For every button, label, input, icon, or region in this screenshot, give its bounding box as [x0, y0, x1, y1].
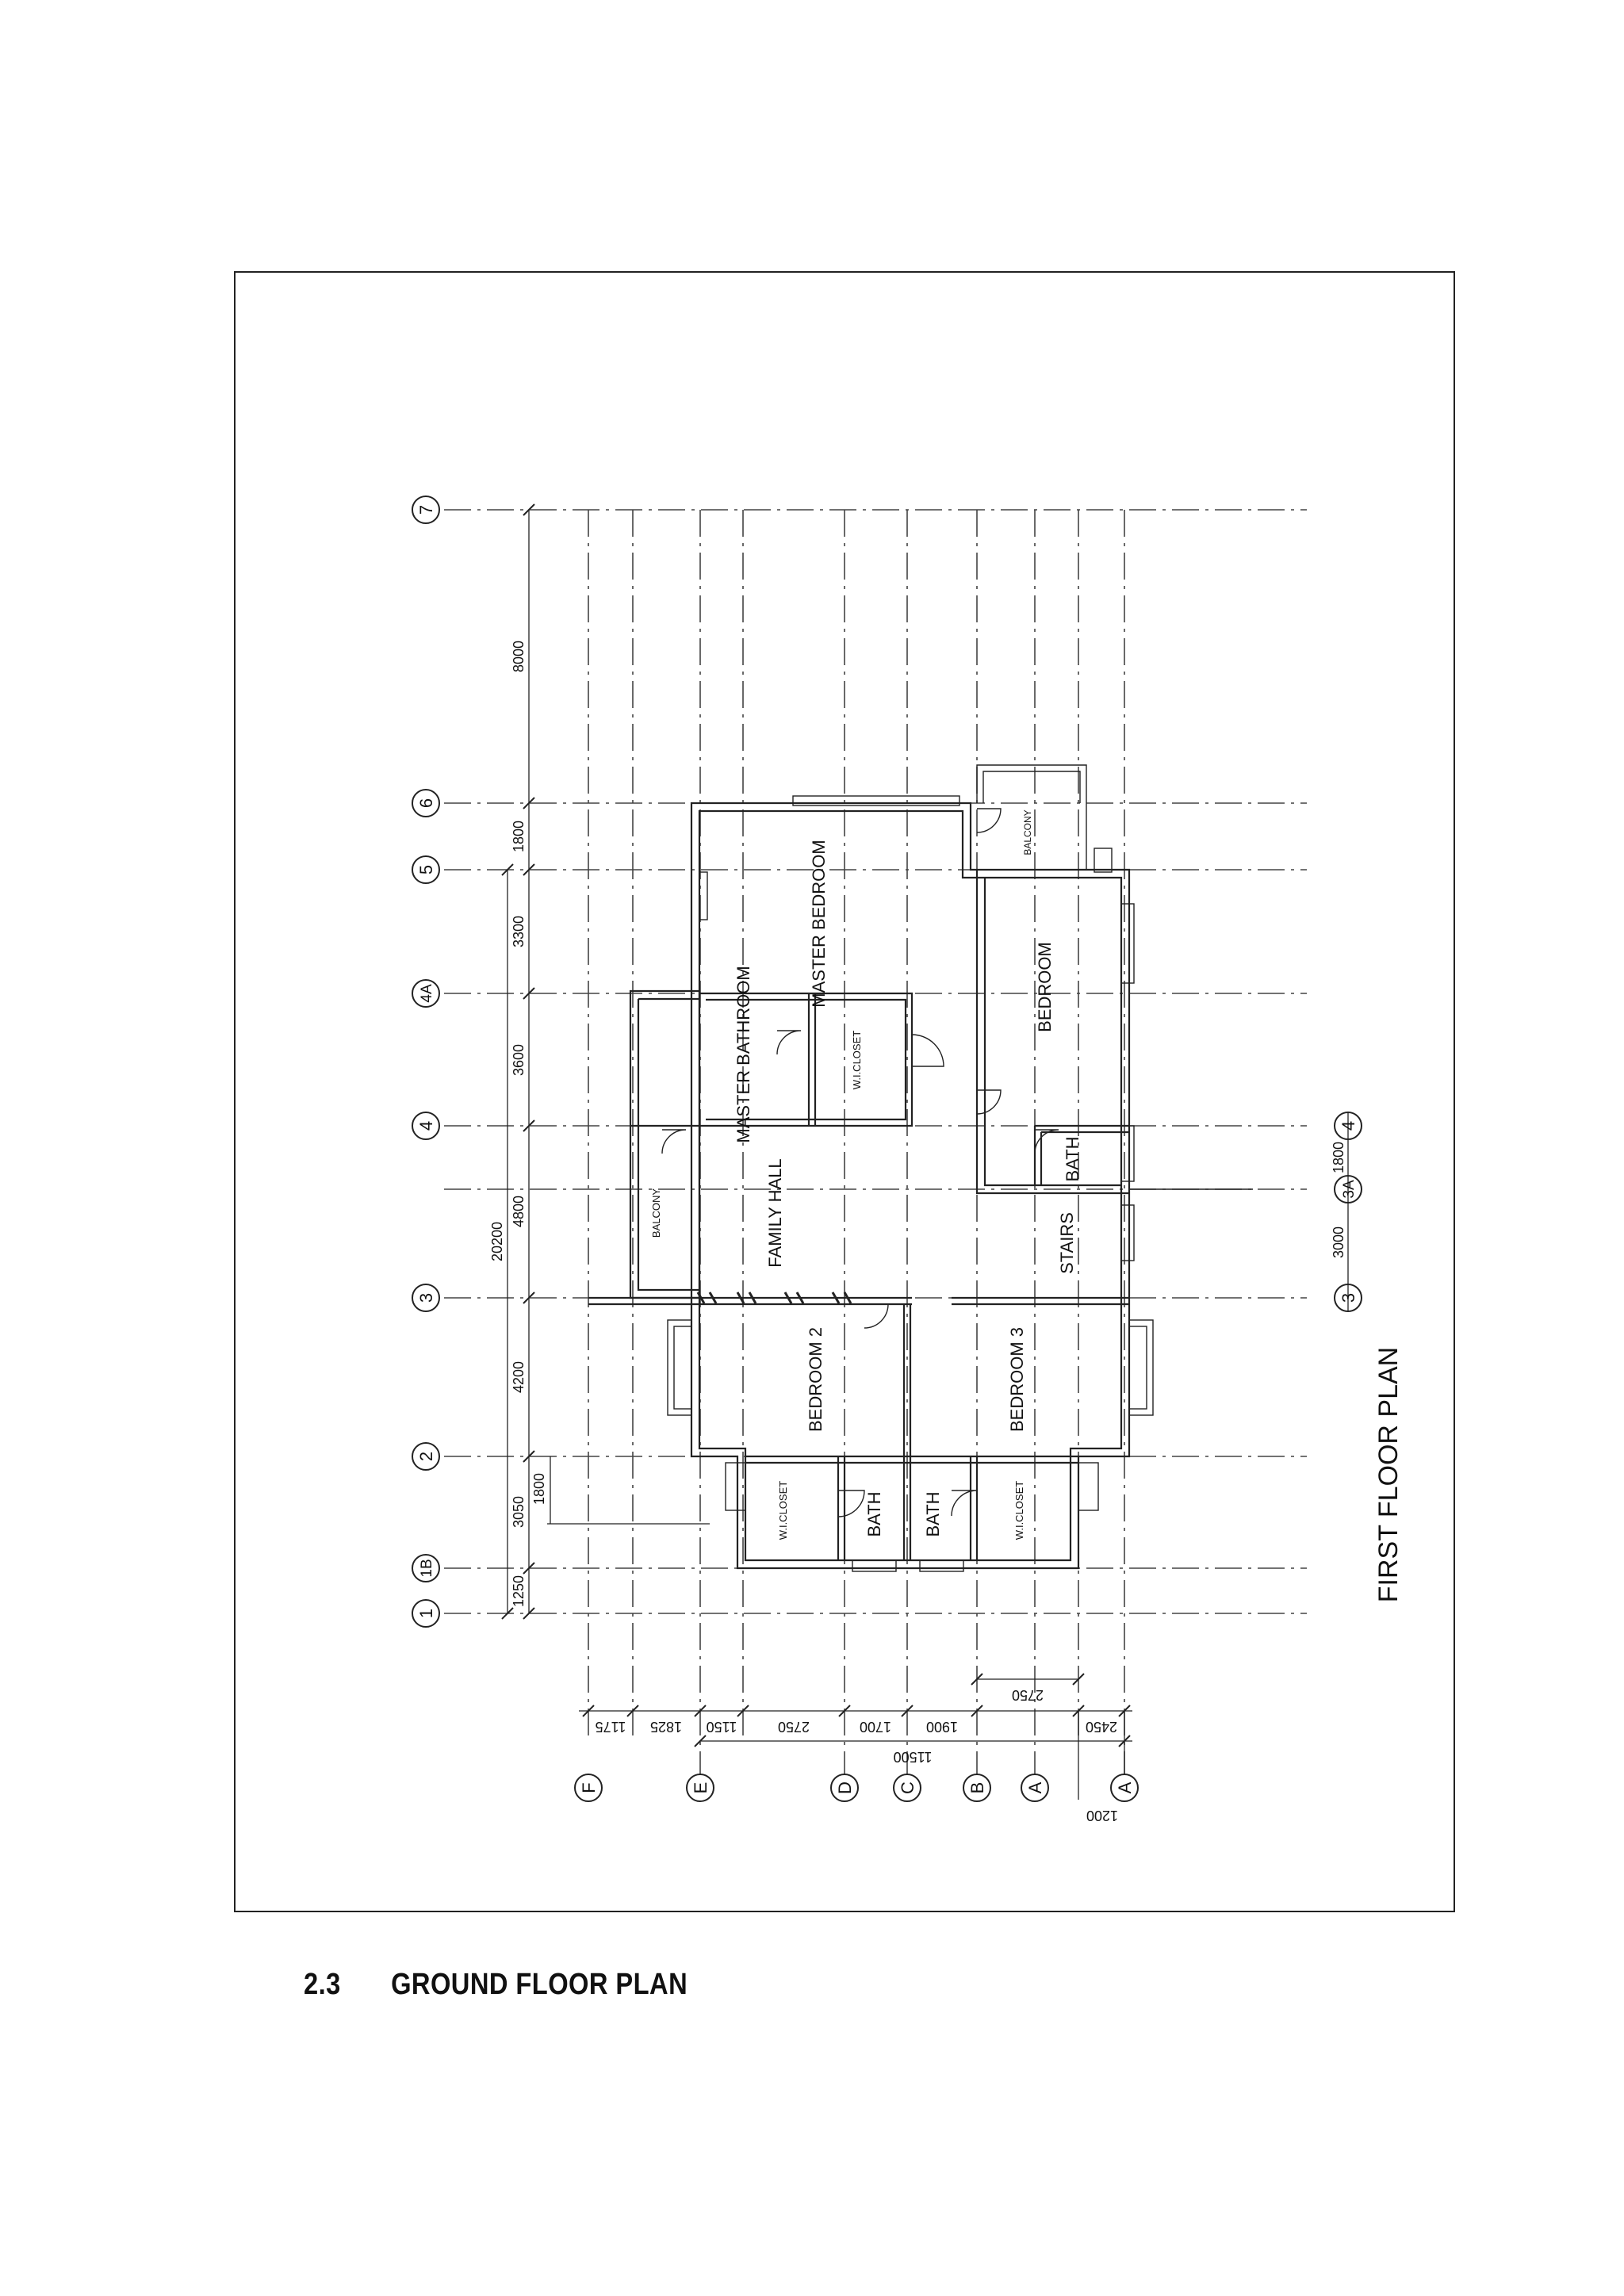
- building-walls: [588, 764, 1253, 1572]
- row-label-7: 7: [416, 505, 436, 515]
- col-dim-1825: 1825: [650, 1719, 682, 1735]
- col-dim-1150a: 1150: [707, 1719, 737, 1735]
- section-heading: 2.3 GROUND FLOOR PLAN: [304, 1968, 688, 2002]
- column-grid-lines: [588, 510, 1125, 1784]
- room-balcony-right: BALCONY: [1022, 809, 1033, 855]
- col-label-b: B: [967, 1782, 987, 1794]
- col-label-c: C: [898, 1781, 917, 1794]
- col-label-a-prime: A: [1115, 1781, 1135, 1793]
- row-label-2: 2: [416, 1452, 436, 1461]
- row-dimension-chain: [501, 503, 710, 1620]
- room-labels: MASTER BEDROOM BEDROOM MASTER BATHROOM W…: [650, 809, 1082, 1540]
- row-dim-1250: 1250: [511, 1575, 527, 1607]
- row-grid-bubbles: [412, 496, 440, 1628]
- room-wi-closet-right: W.I.CLOSET: [1013, 1481, 1025, 1540]
- room-wi-closet-left: W.I.CLOSET: [777, 1481, 789, 1540]
- room-bedroom-2: BEDROOM 2: [806, 1327, 825, 1432]
- row-dim-3300: 3300: [511, 916, 527, 947]
- right-label-4: 4: [1339, 1121, 1358, 1131]
- right-label-3: 3: [1339, 1293, 1358, 1303]
- room-master-bathroom: MASTER BATHROOM: [733, 966, 753, 1142]
- col-dim-2750-upper: 2750: [1012, 1687, 1044, 1703]
- col-label-d: D: [835, 1781, 855, 1794]
- room-master-bedroom: MASTER BEDROOM: [809, 840, 829, 1007]
- room-bath-right: BATH: [1063, 1136, 1082, 1181]
- room-stairs: STAIRS: [1057, 1212, 1077, 1274]
- col-dim-1700: 1700: [860, 1719, 891, 1735]
- row-label-4a: 4A: [419, 984, 435, 1003]
- col-dim-total: 11500: [894, 1749, 933, 1765]
- room-family-hall: FAMILY HALL: [765, 1158, 785, 1267]
- col-dim-2450: 2450: [1086, 1719, 1117, 1735]
- row-dim-4200: 4200: [511, 1361, 527, 1393]
- right-label-3a: 3A: [1341, 1180, 1358, 1199]
- row-dim-1800: 1800: [511, 821, 527, 852]
- col-dim-1175: 1175: [596, 1719, 626, 1735]
- row-grid-lines: [444, 509, 1307, 1614]
- row-dim-3050: 3050: [511, 1496, 527, 1528]
- right-dim-3000: 3000: [1331, 1226, 1346, 1258]
- row-dim-8000: 8000: [511, 641, 527, 672]
- row-label-5: 5: [416, 865, 436, 874]
- row-label-3: 3: [416, 1293, 436, 1303]
- col-label-e: E: [691, 1782, 710, 1794]
- col-label-f: F: [579, 1782, 599, 1793]
- row-label-1: 1: [416, 1609, 436, 1618]
- row-label-6: 6: [416, 798, 436, 808]
- room-bedroom-right: BEDROOM: [1035, 942, 1055, 1032]
- row-dim-total: 20200: [489, 1222, 505, 1261]
- row-label-4: 4: [416, 1121, 436, 1131]
- room-wi-closet-top: W.I.CLOSET: [851, 1031, 863, 1089]
- room-bath-left-2: BATH: [923, 1491, 943, 1536]
- row-dim-3600: 3600: [511, 1044, 527, 1076]
- section-number: 2.3: [304, 1968, 341, 2001]
- drawing-frame: [234, 271, 1455, 1912]
- col-label-a: A: [1025, 1781, 1045, 1793]
- door-swings: [661, 808, 1059, 1517]
- section-title: GROUND FLOOR PLAN: [391, 1968, 688, 2001]
- room-bath-left-1: BATH: [864, 1491, 884, 1536]
- col-dim-1200: 1200: [1086, 1808, 1118, 1823]
- room-bedroom-3: BEDROOM 3: [1007, 1327, 1027, 1432]
- column-grid-bubbles: [574, 1774, 1139, 1802]
- col-dim-2750: 2750: [778, 1719, 810, 1735]
- row-dim-4800: 4800: [511, 1196, 527, 1227]
- plan-title: FIRST FLOOR PLAN: [1373, 1347, 1404, 1602]
- right-dim-1800: 1800: [1331, 1142, 1346, 1173]
- row-label-1b: 1B: [419, 1559, 435, 1577]
- row-sub-dim: 1800: [531, 1473, 547, 1505]
- col-dim-1900: 1900: [926, 1719, 958, 1735]
- room-balcony-left: BALCONY: [650, 1188, 662, 1238]
- column-dimension-chain: [579, 1673, 1132, 1800]
